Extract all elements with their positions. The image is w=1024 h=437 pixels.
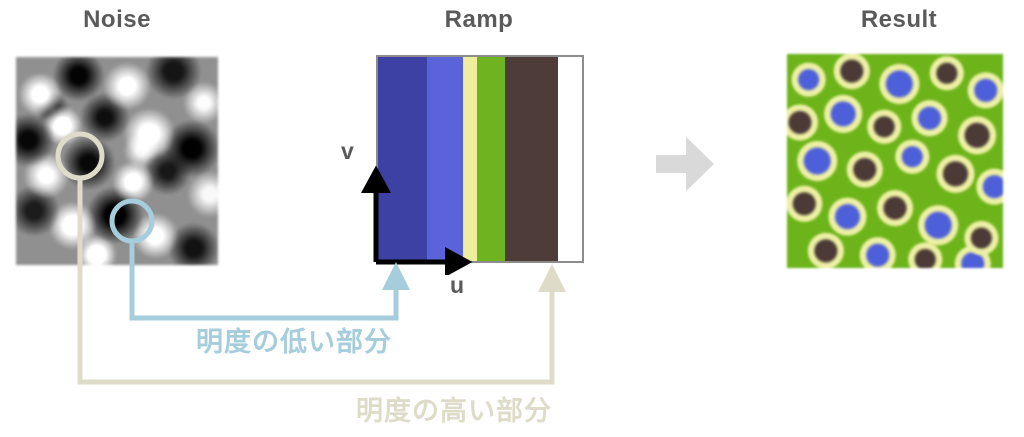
noise-image (16, 57, 218, 265)
ramp-band-white (558, 57, 582, 261)
u-axis-label: u (450, 272, 465, 298)
ramp-band-green (477, 57, 505, 261)
panel-title-noise: Noise (83, 6, 151, 33)
uv-axis-arrows (361, 165, 473, 275)
ramp-band-dark-brown (505, 57, 558, 261)
result-image (787, 54, 1003, 268)
arrow-up-to-ramp-right (538, 264, 566, 292)
callout-label-low-luminance: 明度の低い部分 (196, 327, 392, 357)
panel-title-result: Result (860, 6, 938, 33)
panel-title-ramp: Ramp (444, 6, 514, 33)
right-arrow-icon (656, 137, 714, 191)
callout-label-high-luminance: 明度の高い部分 (356, 396, 552, 426)
v-axis-label: v (341, 138, 354, 164)
